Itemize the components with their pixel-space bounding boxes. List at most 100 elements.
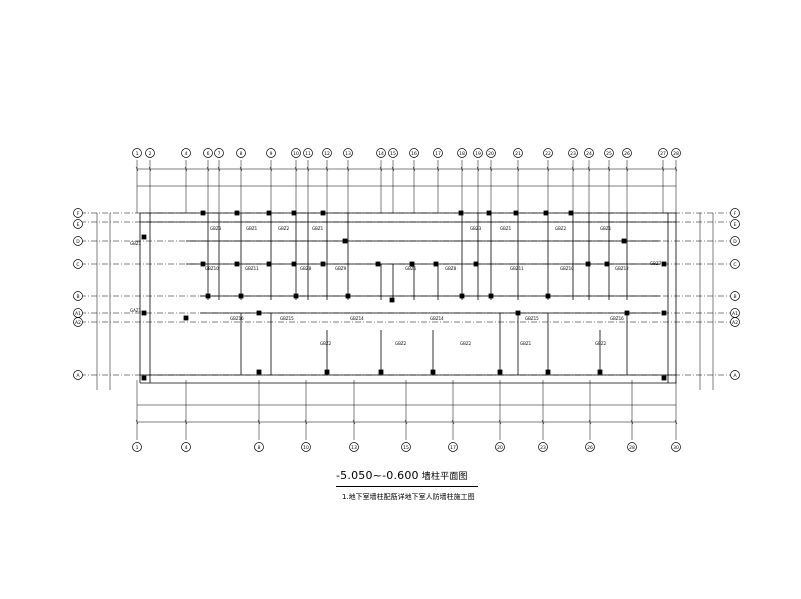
column (320, 210, 326, 216)
column (342, 238, 348, 244)
top-axis-bubble: 28 (671, 148, 681, 158)
axis-bubble-label: 13 (351, 445, 357, 451)
axis-bubble-circle (433, 148, 443, 158)
dim-tick (541, 419, 545, 425)
right-axis-bubble: C (730, 259, 740, 269)
right-axis-bubble: A2 (730, 317, 740, 327)
member-label: GBZ1 (500, 226, 512, 231)
title-elevation: -5.050~-0.600 (336, 469, 419, 482)
axis-bubble-label: D (733, 239, 737, 245)
member-label: GBZ11 (510, 266, 524, 271)
axis-bubble-label: 26 (624, 151, 630, 157)
left-axis-bubble: E (73, 219, 83, 229)
member-label: GBZ3 (210, 226, 222, 231)
axis-bubble-circle (671, 148, 681, 158)
member-label: GBZ3 (470, 226, 482, 231)
dim-tick (304, 419, 308, 425)
axis-bubble-circle (495, 442, 505, 452)
dim-tick (135, 419, 139, 425)
top-axis-bubble: 21 (513, 148, 523, 158)
axis-bubble-label: 1 (136, 151, 139, 157)
top-axis-bubble: 15 (388, 148, 398, 158)
column (661, 310, 667, 316)
axis-bubble-circle (73, 370, 83, 380)
axis-bubble-label: 20 (488, 151, 494, 157)
axis-bubble-label: A (733, 373, 737, 379)
axis-bubble-circle (349, 442, 359, 452)
axis-bubble-circle (322, 148, 332, 158)
bottom-axis-bubble: 1 (132, 442, 142, 452)
top-axis-bubble: 4 (181, 148, 191, 158)
top-axis-bubble: 2 (145, 148, 155, 158)
column (266, 261, 272, 267)
member-label: GBZ7 (650, 261, 662, 266)
right-axis-bubble: B (730, 291, 740, 301)
dim-tick (661, 166, 665, 172)
member-label: GBZ15 (525, 316, 539, 321)
axis-bubble-circle (73, 317, 83, 327)
axis-bubble-label: 10 (293, 151, 299, 157)
column (205, 293, 211, 299)
axis-bubble-circle (236, 148, 246, 158)
right-axis-bubble: E (730, 219, 740, 229)
column (200, 261, 206, 267)
drawing-note: 1.地下室墙柱配筋详地下室人防墙柱施工图 (342, 493, 475, 501)
axis-bubble-circle (343, 148, 353, 158)
axis-bubble-circle (145, 148, 155, 158)
member-label: GBZ2 (320, 341, 332, 346)
dim-tick (546, 166, 550, 172)
column (543, 210, 549, 216)
axis-bubble-circle (473, 148, 483, 158)
axis-bubble-circle (730, 370, 740, 380)
axis-bubble-label: 19 (475, 151, 481, 157)
axis-bubble-circle (730, 236, 740, 246)
member-label: GBZ1 (520, 341, 532, 346)
axis-bubble-circle (584, 148, 594, 158)
axis-bubble-circle (730, 291, 740, 301)
axis-bubble-circle (448, 442, 458, 452)
column (345, 293, 351, 299)
axis-bubble-circle (181, 442, 191, 452)
axis-bubble-circle (376, 148, 386, 158)
axis-bubble-circle (622, 148, 632, 158)
column (293, 293, 299, 299)
axis-bubble-label: 6 (207, 151, 210, 157)
bottom-axis-bubble: 26 (585, 442, 595, 452)
bottom-axis-bubble: 20 (495, 442, 505, 452)
column (141, 310, 147, 316)
dim-tick (184, 166, 188, 172)
axis-bubble-label: 11 (305, 151, 311, 157)
left-axis-bubble: C (73, 259, 83, 269)
axis-bubble-circle (409, 148, 419, 158)
member-label: GBZ1 (246, 226, 258, 231)
dim-tick (325, 166, 329, 172)
dimension-lines (96, 166, 714, 425)
axis-bubble-circle (730, 208, 740, 218)
member-label: GBZ2 (595, 341, 607, 346)
top-axis-bubble: 13 (343, 148, 353, 158)
axis-bubble-circle (627, 442, 637, 452)
axis-bubble-label: E (734, 222, 737, 228)
dim-tick (379, 166, 383, 172)
member-label: GAZ1 (130, 308, 142, 313)
axis-bubble-circle (730, 317, 740, 327)
dim-tick (269, 166, 273, 172)
right-axis-bubble: A (730, 370, 740, 380)
column (291, 210, 297, 216)
dim-tick (184, 419, 188, 425)
bottom-axis-bubble: 28 (627, 442, 637, 452)
top-axis-bubble: 19 (473, 148, 483, 158)
axis-bubble-label: 17 (435, 151, 441, 157)
axis-bubble-label: 28 (629, 445, 635, 451)
axis-bubble-circle (73, 219, 83, 229)
axis-bubble-label: 12 (324, 151, 330, 157)
axis-bubble-circle (585, 442, 595, 452)
axis-bubble-label: A1 (75, 311, 81, 317)
top-axis-bubble: 27 (658, 148, 668, 158)
column (604, 261, 610, 267)
top-axis-bubble: 11 (303, 148, 313, 158)
left-axis-bubble: A1 (73, 308, 83, 318)
dim-tick (476, 166, 480, 172)
bottom-axis-bubble: 4 (181, 442, 191, 452)
